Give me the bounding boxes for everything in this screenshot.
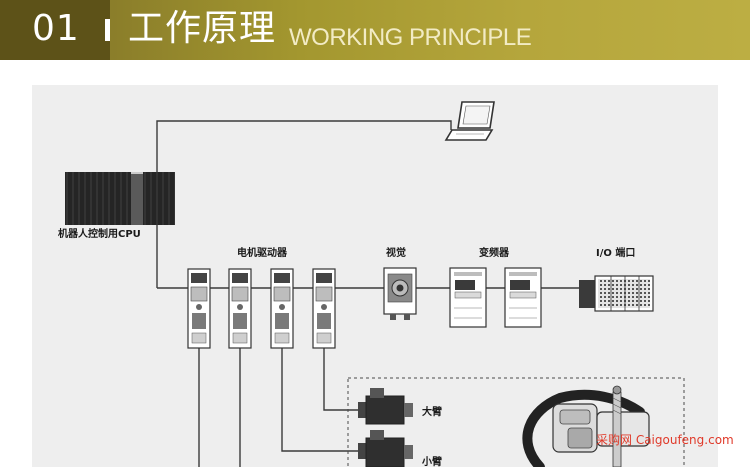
laptop-icon: [444, 101, 495, 141]
cpu-laptop-link: [156, 120, 452, 172]
section-title-cn: 工作原理: [128, 8, 277, 49]
driver3-line: [281, 348, 360, 452]
servo-motor-icon: [358, 388, 413, 425]
vision-camera-icon: [383, 267, 417, 320]
watermark: 采购网 Caigoufeng.com: [596, 433, 734, 447]
cpu-unit-icon: [65, 172, 175, 225]
motor-driver-icon: [228, 268, 252, 349]
section-title-en: WORKING PRINCIPLE: [289, 24, 532, 51]
drivers-label: 电机驱动器: [237, 248, 287, 259]
io-module-icon: [579, 275, 654, 312]
vision-label: 视觉: [386, 248, 406, 259]
cpu-label: 机器人控制用CPU: [58, 229, 141, 240]
motor-driver-icon: [312, 268, 336, 349]
header-divider: [105, 19, 110, 41]
robot-arm-icon: [522, 385, 650, 467]
inverter-icon: [504, 267, 542, 328]
big-arm-label: 大臂: [422, 407, 442, 418]
robot-area-boundary: [347, 377, 685, 467]
small-arm-label: 小臂: [422, 457, 442, 468]
driver4-line: [323, 348, 360, 411]
servo-motor-icon: [358, 430, 413, 467]
inverter-label: 变频器: [479, 248, 509, 259]
motor-drivers: [187, 268, 336, 349]
section-number-box: [0, 0, 110, 60]
motor-driver-icon: [187, 268, 211, 349]
section-number: 01: [32, 8, 80, 49]
inverter-icon: [449, 267, 487, 328]
io-label: I/O 端口: [596, 248, 636, 259]
section-header: 01 工作原理 WORKING PRINCIPLE: [0, 0, 750, 60]
motor-driver-icon: [270, 268, 294, 349]
